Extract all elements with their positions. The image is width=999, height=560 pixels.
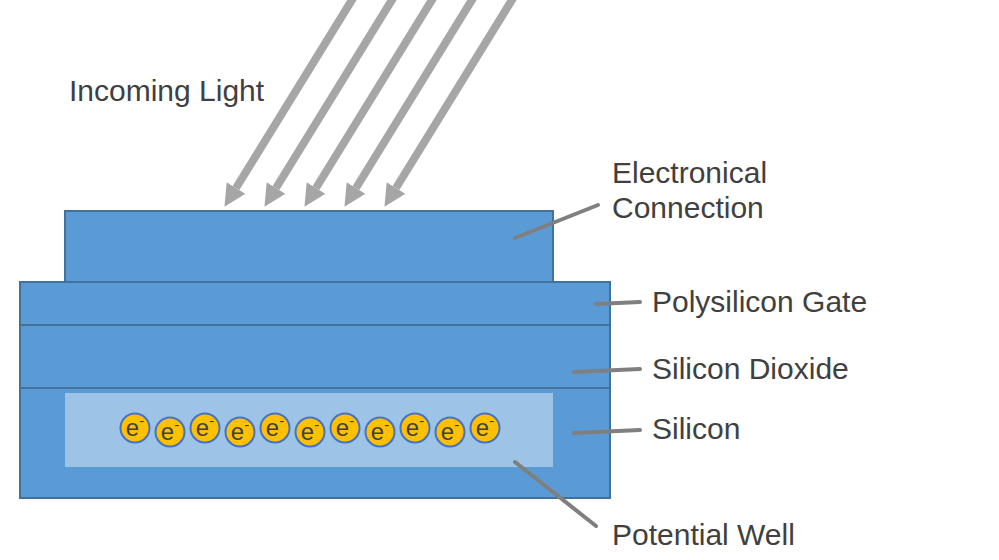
electron-text: e-: [259, 412, 291, 444]
charge-sign: -: [279, 413, 284, 428]
charge-symbol: e: [371, 420, 384, 444]
electron-text: e-: [224, 416, 256, 448]
electron: e-: [364, 416, 396, 448]
leader-line: [574, 430, 640, 433]
part-label: Silicon Dioxide: [649, 352, 852, 387]
charge-symbol: e: [301, 420, 314, 444]
charge-sign: -: [454, 417, 459, 432]
electron: e-: [119, 412, 151, 444]
electron: e-: [154, 416, 186, 448]
electron: e-: [294, 416, 326, 448]
potential-well: [65, 393, 553, 467]
electron-text: e-: [329, 412, 361, 444]
electron-text: e-: [434, 416, 466, 448]
part-label: Silicon: [649, 412, 743, 447]
electron-circle: [121, 414, 150, 443]
electron-circle: [156, 418, 185, 447]
electron-circle: [331, 414, 360, 443]
charge-sign: -: [139, 413, 144, 428]
charge-symbol: e: [476, 416, 489, 440]
leader-line: [596, 302, 640, 304]
electron: e-: [224, 416, 256, 448]
electron-text: e-: [399, 412, 431, 444]
electron-text: e-: [189, 412, 221, 444]
leader-line: [515, 462, 596, 526]
electron-circle: [436, 418, 465, 447]
charge-symbol: e: [441, 420, 454, 444]
leader-lines: [515, 205, 640, 526]
charge-sign: -: [489, 413, 494, 428]
electron-circle: [366, 418, 395, 447]
electron-text: e-: [154, 416, 186, 448]
charge-symbol: e: [126, 416, 139, 440]
light-ray: [396, 0, 515, 188]
electron-circle: [296, 418, 325, 447]
electron-text: e-: [119, 412, 151, 444]
electron-text: e-: [294, 416, 326, 448]
electron-circle: [401, 414, 430, 443]
charge-sign: -: [384, 417, 389, 432]
part-label: Potential Well: [609, 518, 798, 553]
charge-symbol: e: [231, 420, 244, 444]
charge-symbol: e: [196, 416, 209, 440]
charge-symbol: e: [336, 416, 349, 440]
charge-sign: -: [419, 413, 424, 428]
electron: e-: [189, 412, 221, 444]
electron: e-: [434, 416, 466, 448]
electron: e-: [469, 412, 501, 444]
part-label: Incoming Light: [66, 74, 267, 109]
electron-text: e-: [364, 416, 396, 448]
oxide-layer: [20, 325, 610, 388]
charge-sign: -: [244, 417, 249, 432]
charge-sign: -: [349, 413, 354, 428]
electron-circle: [226, 418, 255, 447]
leader-line: [515, 205, 598, 238]
charge-sign: -: [209, 413, 214, 428]
part-label: Polysilicon Gate: [649, 285, 870, 320]
electron-text: e-: [469, 412, 501, 444]
electron-circle: [261, 414, 290, 443]
electron-circle: [471, 414, 500, 443]
charge-symbol: e: [161, 420, 174, 444]
light-arrows: [236, 0, 515, 188]
charge-sign: -: [174, 417, 179, 432]
electron: e-: [399, 412, 431, 444]
silicon-layer: [20, 388, 610, 498]
polysilicon-layer: [20, 282, 610, 325]
electrical-contact: [65, 211, 553, 282]
electron: e-: [329, 412, 361, 444]
electron-circle: [191, 414, 220, 443]
charge-symbol: e: [406, 416, 419, 440]
part-label: Electronical Connection: [609, 156, 855, 225]
leader-line: [574, 369, 640, 372]
charge-sign: -: [314, 417, 319, 432]
electron: e-: [259, 412, 291, 444]
charge-symbol: e: [266, 416, 279, 440]
